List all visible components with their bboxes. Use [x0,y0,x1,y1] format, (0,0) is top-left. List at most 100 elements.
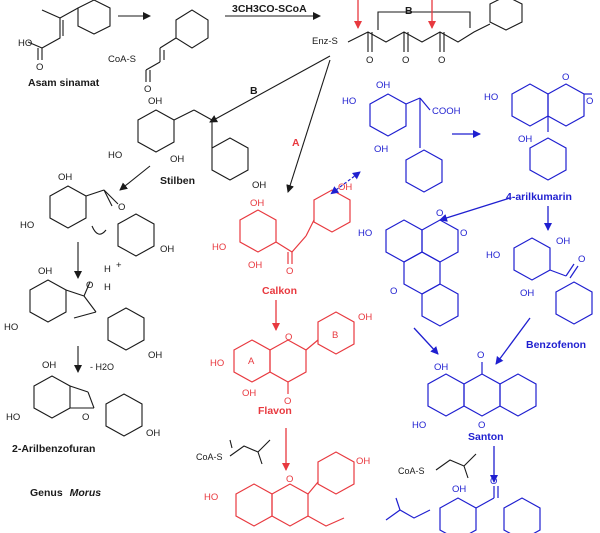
santon-ho: HO [412,420,426,431]
cation-structure [29,279,145,351]
santon-structure [427,362,537,417]
cation-h-label: H [104,282,111,293]
epoxide-structure [49,185,155,257]
flavon-structure [233,311,355,394]
enz-s-label: Enz-S [312,36,338,47]
prenyl-santon-oh: OH [452,484,466,495]
label-b-top: B [405,5,413,17]
arrow-benzofenon-to-santon [495,317,531,365]
flavon-ring-a: A [248,356,255,367]
calkon-oh-1: OH [250,198,264,209]
benzofuran-oh-1: OH [42,360,56,371]
cation-oh-1: OH [38,266,52,277]
arrow-dibenzo-to-santon [413,327,439,355]
chain-o-2: O [402,55,409,66]
genus-word: Genus [30,487,63,499]
santon-label: Santon [468,431,504,443]
phenyl-oh-2: OH [376,80,390,91]
benzofenon-label: Benzofenon [526,339,586,351]
dibenzo-structure [385,219,459,327]
prenyl-flavon-structure [235,451,355,527]
dibenzo-ho: HO [358,228,372,239]
stilben-label: Stilben [160,175,195,187]
flavon-label: Flavon [258,405,292,417]
arilkumarin-ho: HO [484,92,498,103]
chain-o-3: O [438,55,445,66]
phenylpropanoic-structure [369,93,443,193]
flavon-ring-b: B [332,330,338,341]
coa-s-label-3: CoA-S [398,466,425,476]
arilbenzofuran-label: 2-Arilbenzofuran [12,443,95,455]
stilben-oh-1: OH [148,96,162,107]
cinnamic-oh-label: HO [18,38,32,49]
phenyl-oh-1: HO [342,96,356,107]
santon-oh: OH [434,362,448,373]
arrow-stilben-to-epoxide [119,165,151,191]
calkon-ho: HO [212,242,226,253]
calkon-oh-2: OH [248,260,262,271]
phenyl-oh-3: OH [374,144,388,155]
arilkumarin-oh: OH [518,134,532,145]
epoxide-oh-2: OH [160,244,174,255]
benzofenon-o: O [578,254,585,265]
arrow-arilkumarin-to-dibenzo [439,197,511,222]
arilkumarin-o2: O [586,96,593,107]
label-b-left: B [250,85,258,97]
flavon-ho: HO [210,358,224,369]
prenyl-santon-structure [385,486,541,533]
prenyl-flavon-ho: HO [204,492,218,503]
flavon-oh-1: OH [242,388,256,399]
coa-o-label: O [144,84,151,95]
cation-o-label: O [86,280,93,291]
prenyl-coa-2 [435,453,477,479]
flavon-o-ring: O [285,332,292,343]
flavon-oh-2: OH [358,312,372,323]
benzofenon-structure [513,237,593,325]
benzofenon-oh-2: OH [520,288,534,299]
label-a: A [292,137,300,149]
prenyl-santon-o: O [490,476,497,487]
arrow-chain-to-calkon [286,59,331,193]
benzofenon-oh-1: OH [556,236,570,247]
cation-h-top: H [104,264,111,275]
asam-sinamat-label: Asam sinamat [28,77,100,89]
genus-label: Genus Morus [30,487,101,499]
dibenzo-o1: O [436,208,443,219]
cation-ho: HO [4,322,18,333]
cation-oh-2: OH [148,350,162,361]
polyketide-chain [347,0,523,52]
cation-plus: + [116,260,122,271]
flavon-o: O [284,396,291,407]
arilbenzofuran-structure [33,375,143,437]
calkon-label: Calkon [262,285,297,297]
arrow-chain-to-stilben [209,55,331,123]
arilkumarin-structure [511,83,592,181]
prenyl-flavon-oh: OH [356,456,370,467]
arilkumarin-o: O [562,72,569,83]
benzofuran-oh-2: OH [146,428,160,439]
arilkumarin-label: 4-arilkumarin [506,191,572,203]
morus-word: Morus [70,487,102,499]
stilben-ho: HO [108,150,122,161]
santon-o-ring: O [478,420,485,431]
acetyl-coa-reagent: 3CH3CO-SCoA [232,3,307,15]
arrow-calkon-to-blue [330,171,361,195]
epoxide-oh-1: OH [58,172,72,183]
prenyl-flavon-o: O [286,474,293,485]
coa-s-label-1: CoA-S [108,54,136,65]
phenyl-cooh: COOH [432,106,461,117]
benzofenon-ho: HO [486,250,500,261]
cinnamoyl-coa-structure [145,9,209,82]
santon-o-top: O [477,350,484,361]
stilben-oh-2: OH [170,154,184,165]
cinnamic-acid-structure [27,0,111,60]
prenyl-coa-1 [229,439,271,465]
cinnamic-o-label: O [36,62,43,73]
calkon-structure [239,189,351,264]
stilben-oh-3: OH [252,180,266,191]
benzofuran-ho: HO [6,412,20,423]
dibenzo-o2: O [460,228,467,239]
coa-s-label-2: CoA-S [196,452,223,462]
epoxide-ho: HO [20,220,34,231]
